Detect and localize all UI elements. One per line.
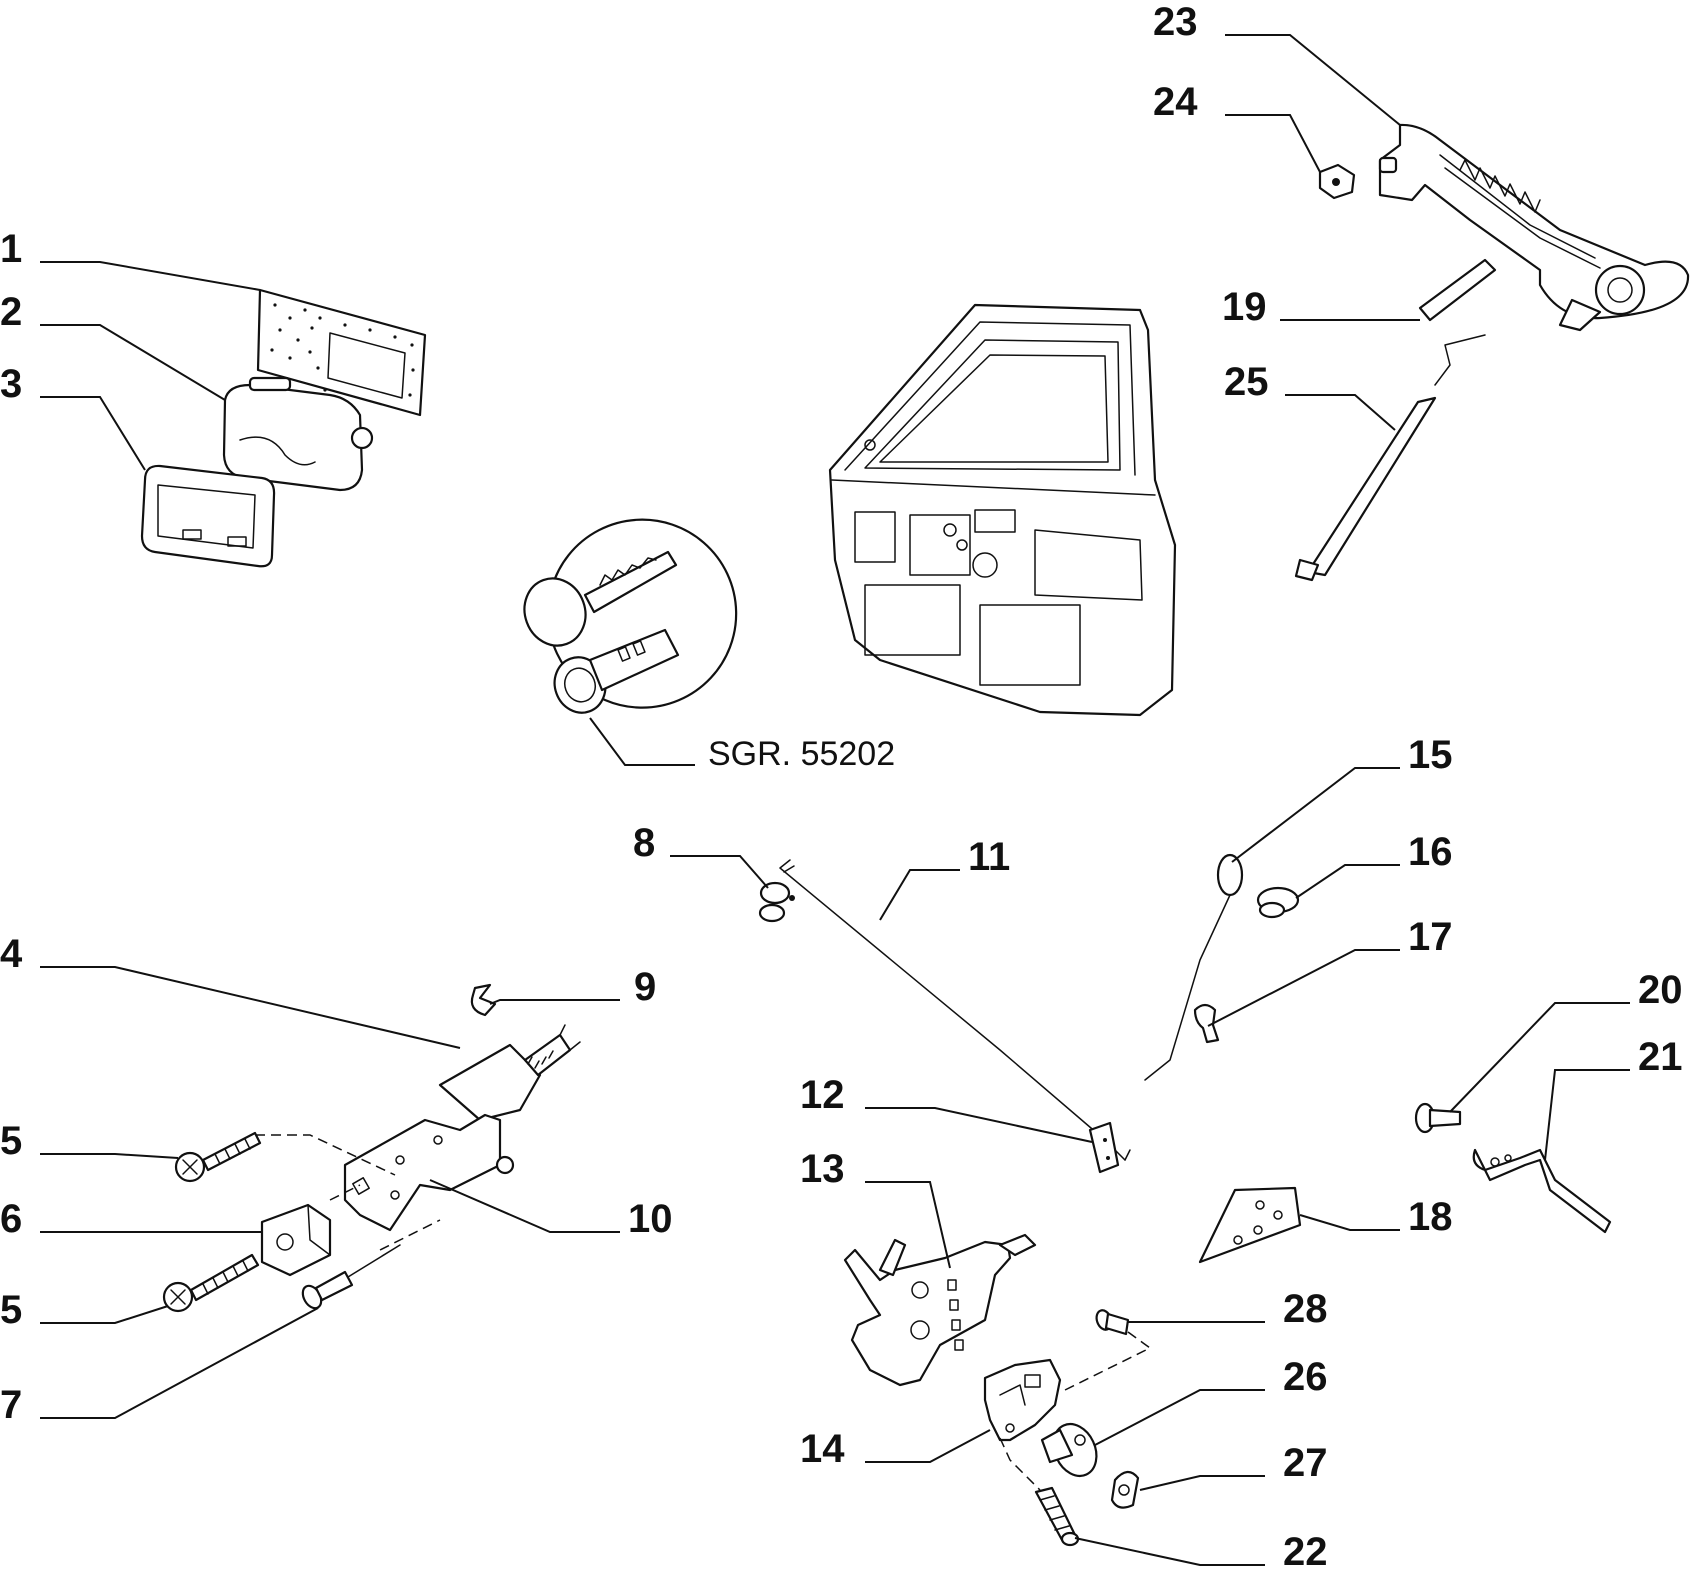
callout-18: 18: [1408, 1195, 1453, 1239]
reference-label: SGR. 55202: [708, 735, 895, 773]
part-key-and-lock-cylinder: [523, 518, 738, 714]
callout-11: 11: [968, 835, 1010, 879]
leader-13: [865, 1181, 951, 1269]
leader-26: [1094, 1389, 1265, 1446]
leader-25: [1285, 394, 1396, 431]
leader-3: [40, 396, 146, 471]
leader-22: [1074, 1537, 1265, 1566]
callout-9: 9: [634, 965, 656, 1009]
part-rod-15: [1144, 853, 1244, 1081]
callout-5-upper: 5: [0, 1119, 22, 1163]
callout-14: 14: [800, 1427, 845, 1471]
part-clip-17: [1193, 1003, 1220, 1044]
part-lock-actuator: [438, 1024, 581, 1122]
part-door-shell: [828, 303, 1177, 717]
leader-14: [865, 1429, 991, 1463]
callout-13: 13: [800, 1147, 845, 1191]
part-screw-22: [1034, 1486, 1080, 1547]
callout-28: 28: [1283, 1287, 1328, 1331]
callout-4: 4: [0, 932, 23, 976]
part-lock-bracket: [343, 1113, 515, 1232]
part-rivet-7: [301, 1244, 401, 1310]
assembly-guide-22: [999, 1437, 1041, 1491]
callout-6: 6: [0, 1197, 22, 1241]
callout-1: 1: [0, 227, 22, 271]
part-nut: [1318, 163, 1356, 200]
leader-24: [1225, 114, 1321, 173]
leader-5b: [40, 1305, 169, 1324]
part-lever-21: [1472, 1148, 1612, 1234]
leader-23: [1225, 34, 1401, 126]
assembly-guide-7: [379, 1219, 441, 1251]
leader-4: [40, 966, 461, 1049]
part-handle-rod: [1294, 334, 1486, 582]
leader-15: [1231, 767, 1400, 863]
leader-18: [1299, 1214, 1400, 1231]
assembly-guide-28: [1064, 1331, 1152, 1391]
part-handle-strip: [1418, 258, 1497, 322]
assembly-guide-6: [329, 1184, 361, 1201]
leader-17: [1207, 949, 1400, 1027]
leader-7: [40, 1307, 319, 1419]
part-clip-8: [758, 881, 795, 923]
leader-sgr: [589, 717, 695, 766]
callout-27: 27: [1283, 1441, 1328, 1485]
callout-17: 17: [1408, 915, 1453, 959]
callout-24: 24: [1153, 80, 1198, 124]
callout-15: 15: [1408, 733, 1453, 777]
leader-11: [879, 869, 960, 921]
callout-22: 22: [1283, 1530, 1328, 1569]
part-screw-5-lower: [162, 1253, 260, 1313]
leader-20: [1449, 1002, 1630, 1113]
callout-20: 20: [1638, 968, 1683, 1012]
callout-5-lower: 5: [0, 1288, 22, 1332]
callout-19: 19: [1222, 285, 1267, 329]
leader-16: [1295, 864, 1400, 899]
part-lamp-lens: [140, 464, 276, 568]
callout-8: 8: [633, 821, 655, 865]
callout-16: 16: [1408, 830, 1453, 874]
part-screw-5-upper: [174, 1131, 262, 1183]
part-screw-28: [1095, 1309, 1130, 1336]
part-pin-20: [1414, 1102, 1462, 1134]
part-lock-mechanism-13: [843, 1233, 1037, 1387]
part-striker-14: [983, 1358, 1062, 1442]
assembly-guide-5a: [255, 1134, 396, 1176]
leader-9: [489, 999, 620, 1005]
leader-8: [670, 855, 769, 889]
callout-21: 21: [1638, 1035, 1683, 1079]
leader-12: [865, 1107, 1093, 1143]
leader-10: [429, 1179, 620, 1233]
callout-12: 12: [800, 1073, 845, 1117]
part-panel-18: [1198, 1186, 1302, 1264]
callout-2: 2: [0, 290, 22, 334]
part-lamp-body: [222, 376, 374, 492]
callout-7: 7: [0, 1383, 22, 1427]
part-lamp-gasket: [256, 288, 427, 417]
leader-21: [1544, 1069, 1630, 1161]
callout-23: 23: [1153, 0, 1198, 44]
part-plate-12: [1088, 1121, 1120, 1174]
part-hook-9: [470, 983, 497, 1017]
leader-27: [1139, 1475, 1265, 1491]
part-clip-16: [1256, 886, 1300, 919]
leader-5a: [40, 1153, 179, 1159]
part-outer-handle: [1378, 123, 1690, 332]
callout-10: 10: [628, 1197, 673, 1241]
leader-1: [40, 261, 261, 291]
callout-3: 3: [0, 362, 22, 406]
callout-26: 26: [1283, 1355, 1328, 1399]
callout-25: 25: [1224, 360, 1269, 404]
leader-2: [40, 324, 226, 401]
part-clip-nut-6: [260, 1203, 332, 1277]
part-bolt-26: [1040, 1423, 1098, 1477]
part-washer-27: [1110, 1470, 1140, 1509]
